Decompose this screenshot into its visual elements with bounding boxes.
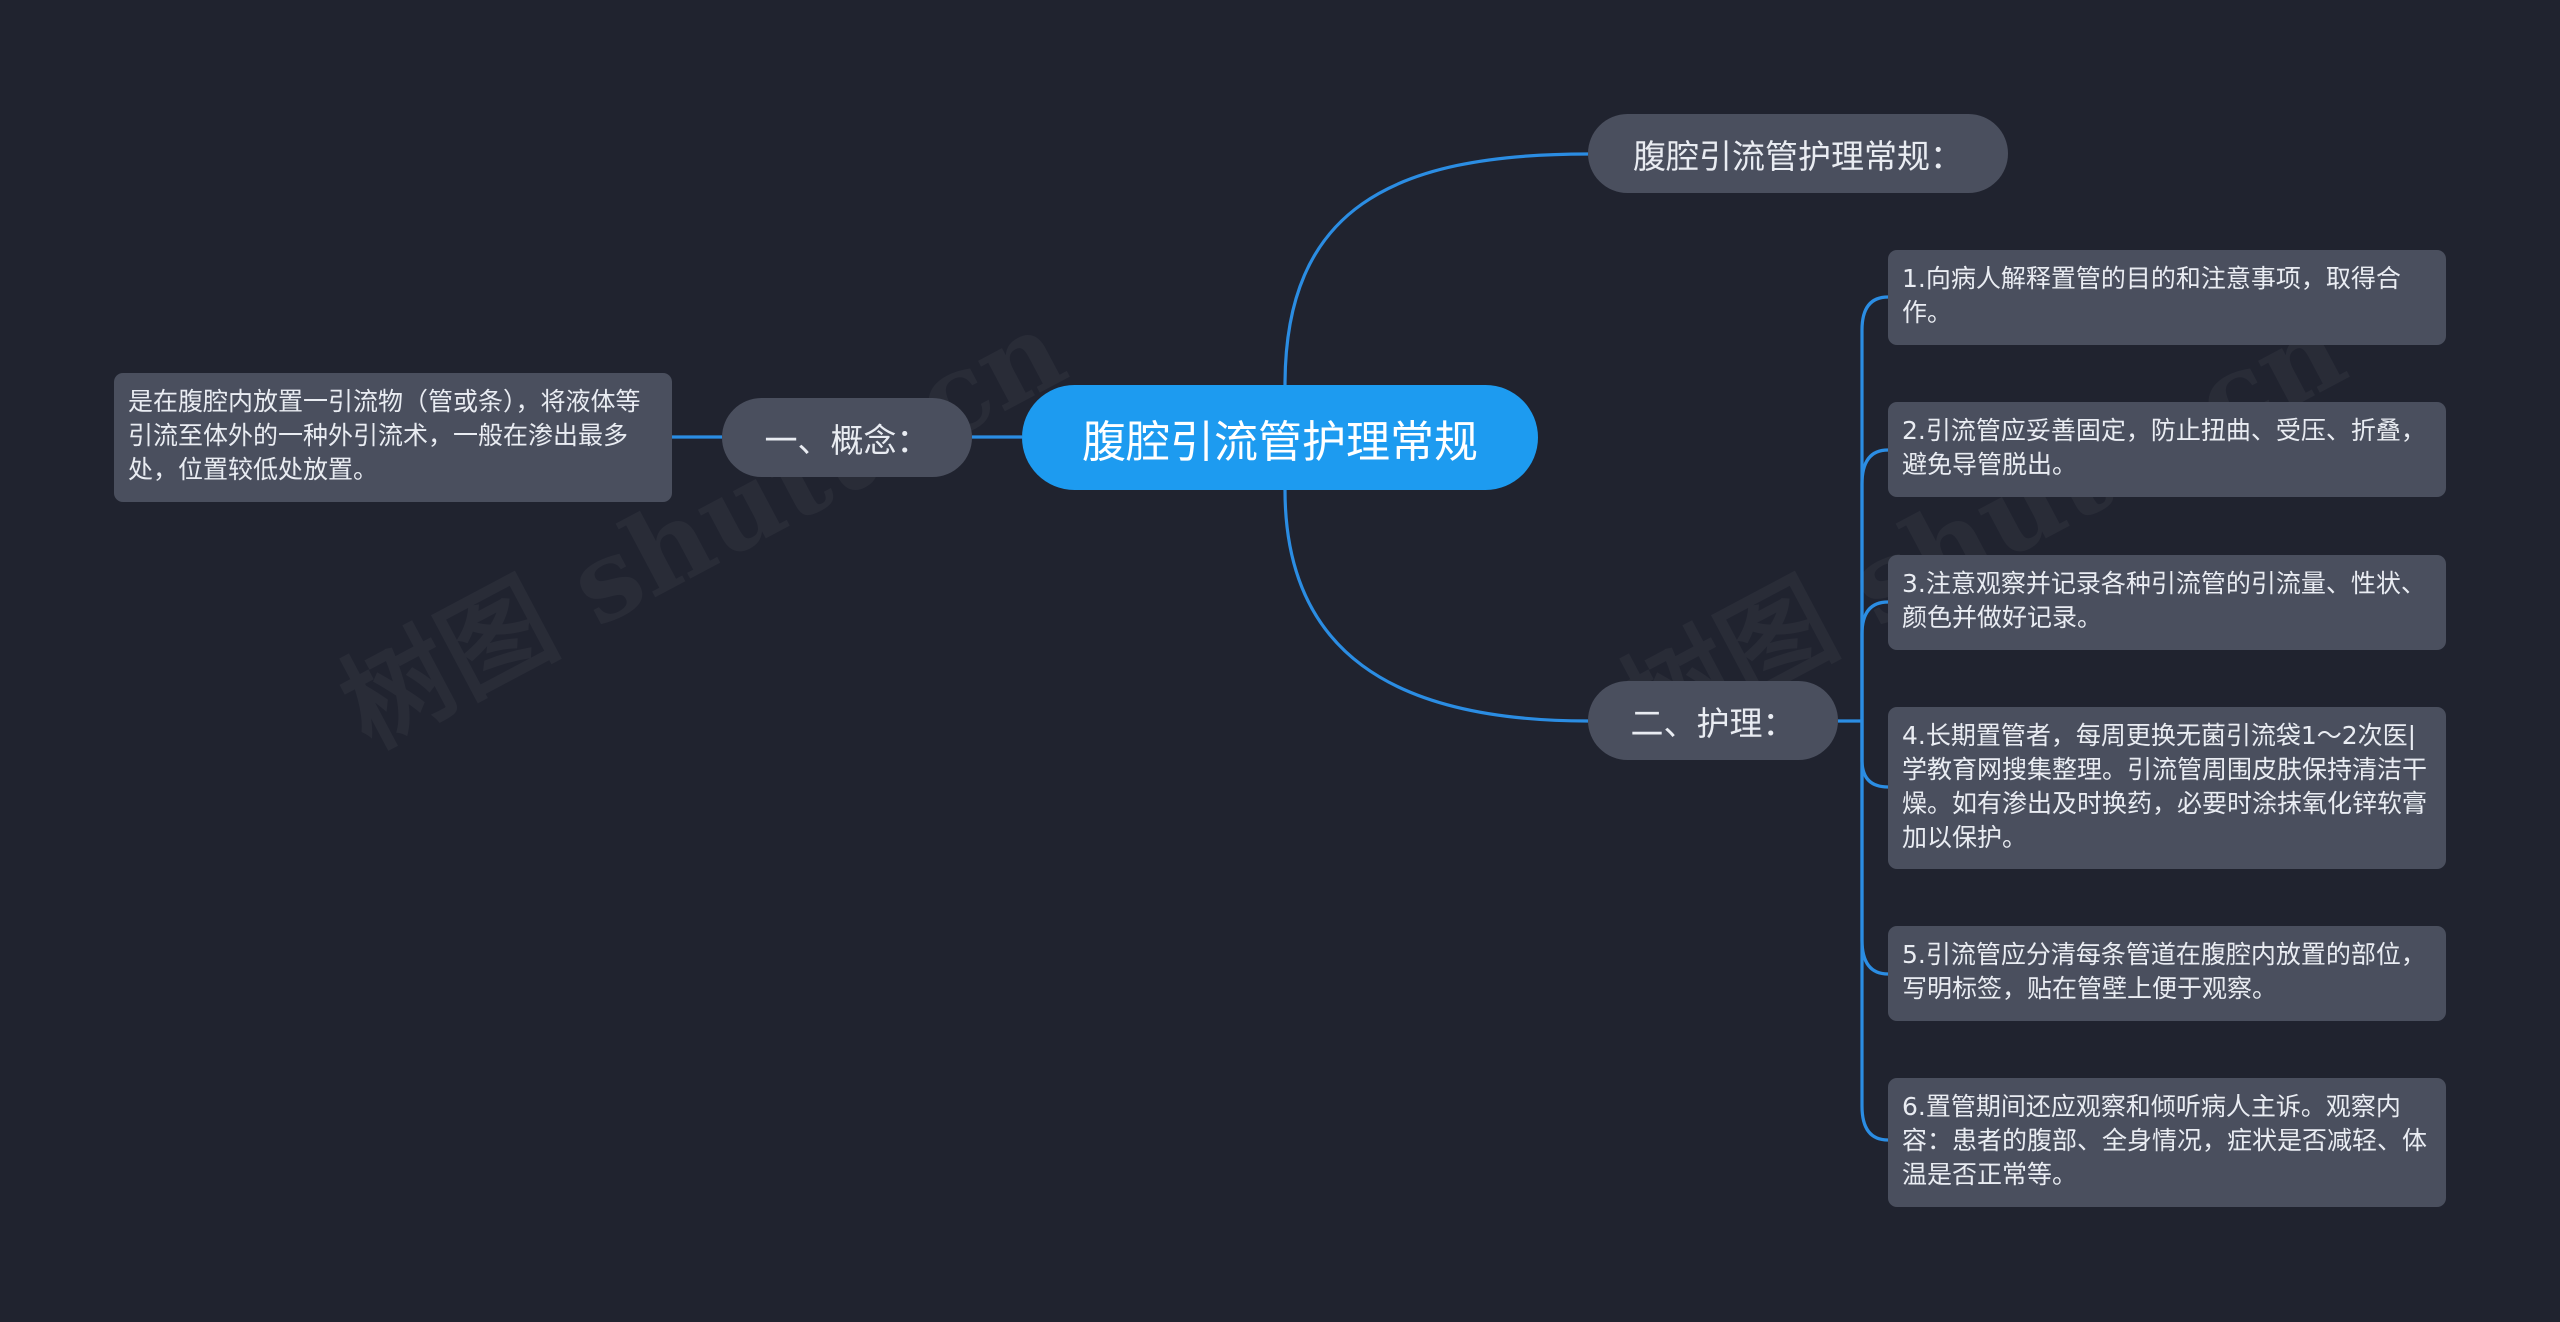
care-item-4[interactable]: 4.长期置管者，每周更换无菌引流袋1～2次医|学教育网搜集整理。引流管周围皮肤保… [1888,707,2446,869]
branch-concept[interactable]: 一、概念： [722,398,972,477]
connector-root-care [1283,489,1589,723]
connector-care-item-6 [1860,721,1889,1142]
root-topic[interactable]: 腹腔引流管护理常规 [1022,385,1538,490]
connector-care-item-4 [1860,721,1889,789]
connector-care-item-1 [1860,295,1889,721]
concept-description[interactable]: 是在腹腔内放置一引流物（管或条），将液体等引流至体外的一种外引流术，一般在渗出最… [114,373,672,502]
branch-care[interactable]: 二、护理： [1588,681,1838,760]
care-item-5[interactable]: 5.引流管应分清每条管道在腹腔内放置的部位，写明标签，贴在管壁上便于观察。 [1888,926,2446,1021]
care-item-3[interactable]: 3.注意观察并记录各种引流管的引流量、性状、颜色并做好记录。 [1888,555,2446,650]
connector-care-item-3 [1860,600,1889,721]
care-item-1[interactable]: 1.向病人解释置管的目的和注意事项，取得合作。 [1888,250,2446,345]
connector-care-item-2 [1860,448,1889,721]
care-item-2[interactable]: 2.引流管应妥善固定，防止扭曲、受压、折叠，避免导管脱出。 [1888,402,2446,497]
connector-care-item-5 [1860,721,1889,976]
branch-title[interactable]: 腹腔引流管护理常规： [1588,114,2008,193]
connector-root-title [1283,152,1589,386]
care-item-6[interactable]: 6.置管期间还应观察和倾听病人主诉。观察内容：患者的腹部、全身情况，症状是否减轻… [1888,1078,2446,1207]
